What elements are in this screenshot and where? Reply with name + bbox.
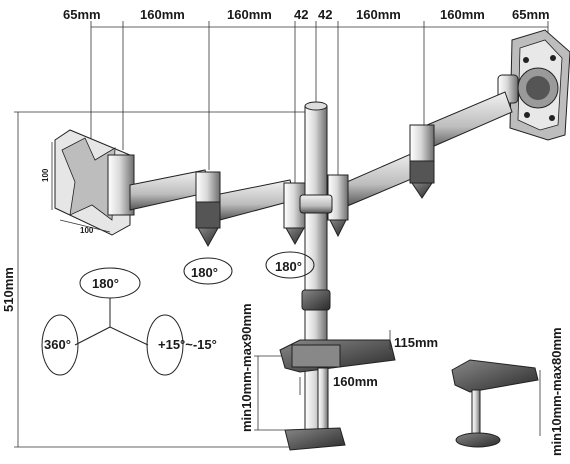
left-arm xyxy=(129,169,307,248)
top-dimension-line xyxy=(90,21,549,185)
clamp-depth-label: 115mm xyxy=(394,335,439,350)
desk-clamp xyxy=(254,330,396,451)
arm-center-rotation-label: 180° xyxy=(275,259,302,274)
grommet-base xyxy=(451,359,541,448)
clamp-range-label: min10mm-max90mm xyxy=(239,303,254,432)
vesa-height-label: 100 xyxy=(41,168,50,182)
dim-label-42-right: 42 xyxy=(318,7,333,22)
dim-label-65mm-left: 65mm xyxy=(63,7,101,22)
overall-height-label: 510mm xyxy=(1,267,16,312)
dim-label-160mm-4: 160mm xyxy=(440,7,485,22)
clamp-length-label: 160mm xyxy=(333,374,378,389)
swivel-label: 360° xyxy=(44,337,71,352)
height-dimension-line xyxy=(14,111,305,448)
right-arm xyxy=(327,91,513,238)
grommet-range-label: min10mm-max80mm xyxy=(549,327,564,456)
right-vesa-plate xyxy=(497,29,570,141)
dim-label-65mm-right: 65mm xyxy=(512,7,550,22)
dim-label-160mm-2: 160mm xyxy=(227,7,272,22)
dim-label-42-left: 42 xyxy=(294,7,309,22)
rotation-symbols xyxy=(41,251,315,376)
dim-label-160mm-1: 160mm xyxy=(140,7,185,22)
dim-label-160mm-3: 160mm xyxy=(356,7,401,22)
tilt-label: +15°~-15° xyxy=(158,337,217,352)
left-vesa-plate xyxy=(51,129,135,236)
arm-left-rotation-label: 180° xyxy=(191,265,218,280)
rotate-label: 180° xyxy=(92,276,119,291)
vesa-width-label: 100 xyxy=(80,226,94,235)
